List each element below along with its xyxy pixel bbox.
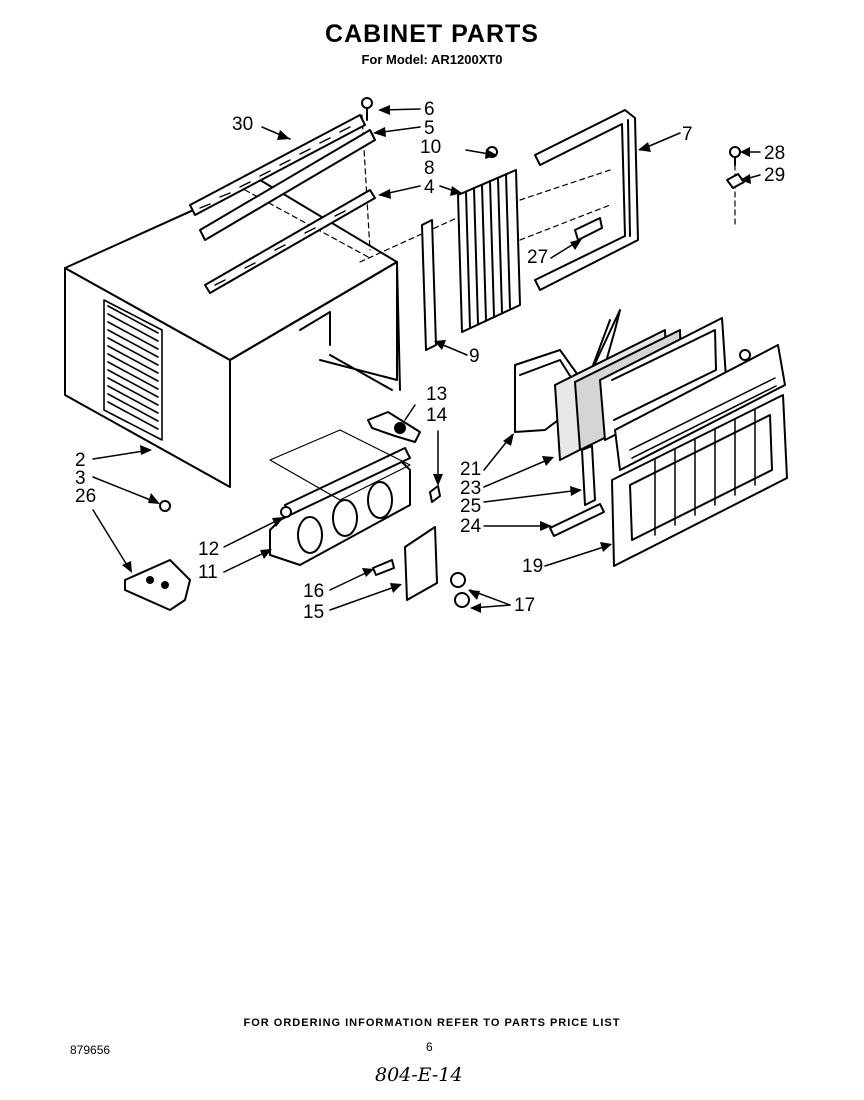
blower-assembly — [269, 447, 411, 566]
callout-14: 14 — [426, 405, 448, 426]
callout-30: 30 — [232, 114, 253, 135]
model-subtitle: For Model: AR1200XT0 — [361, 52, 503, 67]
callout-28: 28 — [764, 143, 785, 164]
mounting-bracket — [124, 559, 191, 611]
callout-27: 27 — [527, 247, 548, 268]
callout-15: 15 — [303, 602, 324, 623]
callout-19: 19 — [522, 556, 543, 577]
document-number: 879656 — [70, 1043, 111, 1057]
control-plate — [372, 526, 470, 608]
window-frame — [534, 109, 639, 291]
front-grille-panel — [611, 344, 788, 567]
air-filter — [554, 317, 727, 461]
ordering-note: FOR ORDERING INFORMATION REFER TO PARTS … — [243, 1017, 621, 1029]
condenser-grille — [457, 146, 521, 333]
cabinet-shell — [64, 179, 401, 488]
callout-23: 23 — [460, 478, 481, 499]
callout-26: 26 — [75, 486, 96, 507]
callout-3: 3 — [75, 468, 86, 489]
callout-4: 4 — [424, 177, 435, 198]
callout-12: 12 — [198, 539, 219, 560]
callout-5: 5 — [424, 118, 435, 139]
callout-24: 24 — [460, 516, 482, 537]
page-number: 6 — [426, 1040, 433, 1054]
callout-13: 13 — [426, 384, 447, 405]
callout-29: 29 — [764, 165, 785, 186]
callout-11: 11 — [198, 562, 218, 583]
callout-7: 7 — [682, 124, 693, 145]
handwritten-code: 804-E-14 — [375, 1064, 463, 1086]
callout-10: 10 — [420, 137, 441, 158]
top-rails — [189, 97, 376, 294]
callout-25: 25 — [460, 496, 481, 517]
page-title: CABINET PARTS — [325, 20, 539, 48]
callout-16: 16 — [303, 581, 324, 602]
callout-17: 17 — [514, 595, 535, 616]
callout-6: 6 — [424, 99, 435, 120]
callout-2: 2 — [75, 450, 86, 471]
callout-9: 9 — [469, 346, 480, 367]
side-bracket — [421, 219, 437, 351]
callout-21: 21 — [460, 459, 481, 480]
callout-8: 8 — [424, 158, 435, 179]
